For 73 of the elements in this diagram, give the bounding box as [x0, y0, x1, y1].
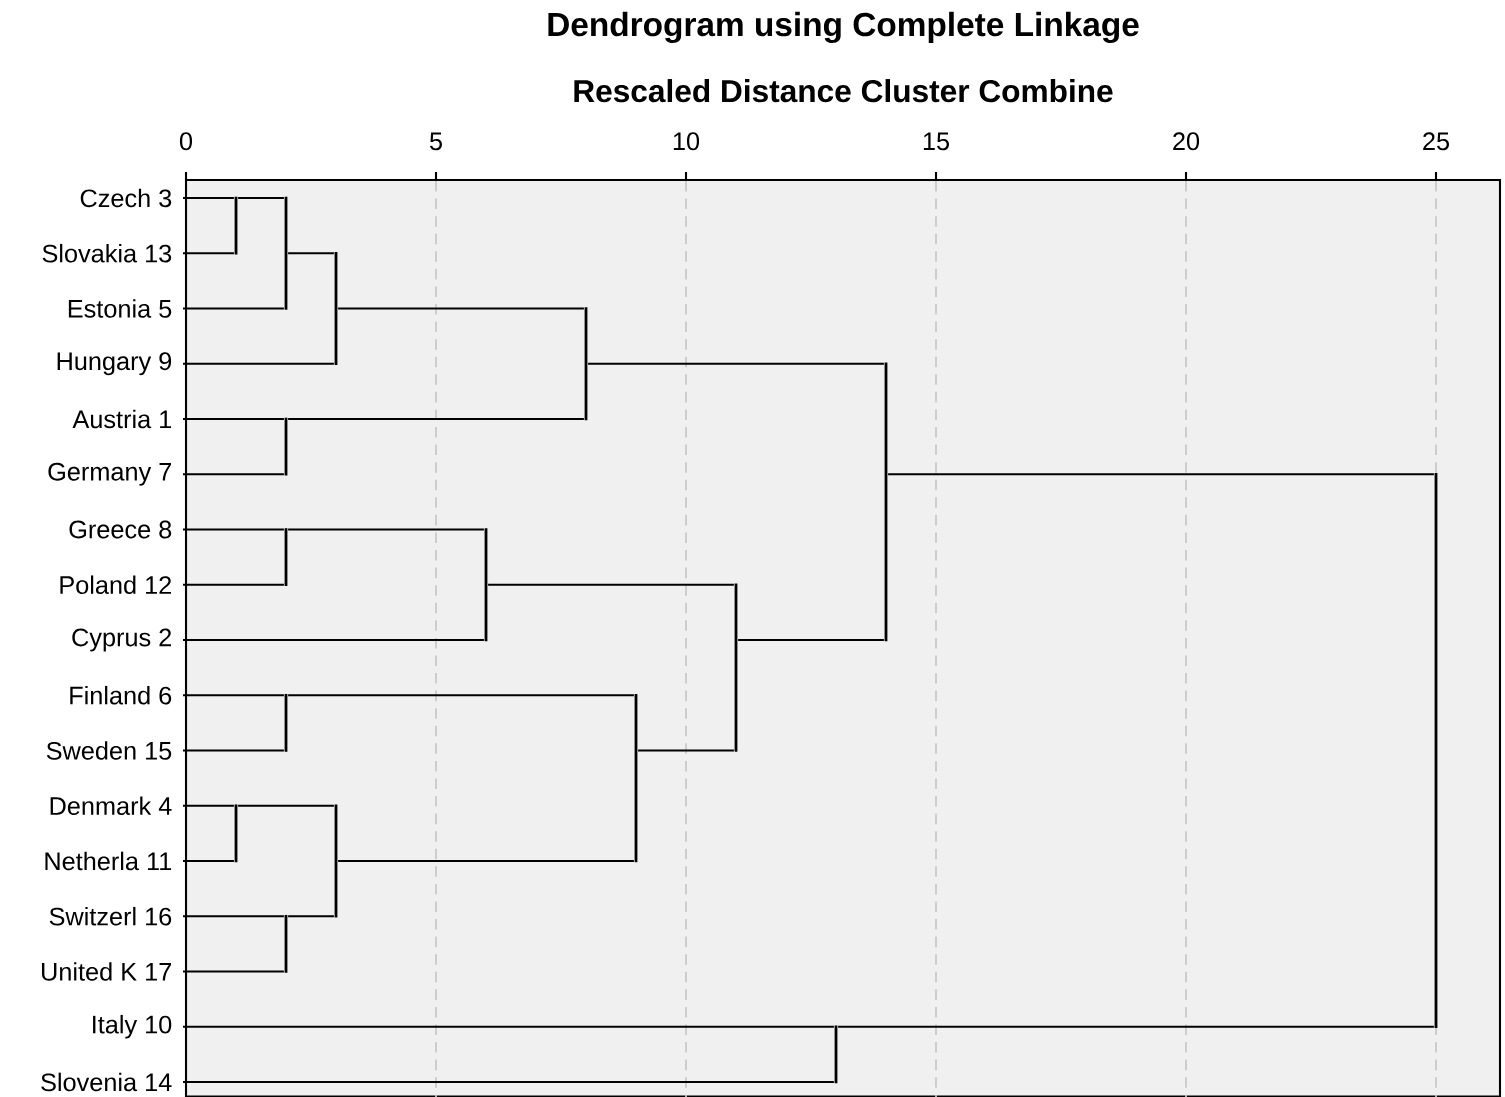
branch-line — [338, 307, 584, 310]
merge-bar — [284, 196, 288, 310]
branch-line — [288, 694, 634, 697]
leaf-label: Slovenia 14 — [41, 1072, 172, 1092]
tick-label: 25 — [1423, 132, 1449, 151]
merge-bar — [1434, 473, 1438, 1028]
merge-bar — [334, 804, 338, 918]
leaf-label: Austria 1 — [72, 409, 172, 429]
axis-title: Rescaled Distance Cluster Combine — [574, 79, 1113, 103]
branch-line — [183, 473, 284, 476]
merge-bar — [334, 252, 338, 365]
branch-line — [638, 749, 734, 752]
merge-bar — [584, 307, 588, 421]
merge-bar — [234, 804, 238, 863]
leaf-label: Cyprus 2 — [72, 628, 171, 652]
branch-line — [183, 638, 484, 642]
leaf-label: Greece 8 — [69, 520, 172, 539]
branch-line — [183, 252, 234, 255]
branch-line — [288, 252, 334, 255]
branch-line — [183, 196, 234, 200]
merge-bar — [634, 694, 638, 863]
leaf-label: Netherla 11 — [45, 851, 172, 871]
branch-line — [738, 638, 884, 642]
branch-line — [488, 583, 734, 586]
branch-line — [183, 970, 284, 973]
tick-label: 20 — [1173, 132, 1200, 151]
branch-line — [588, 362, 884, 365]
branch-line — [888, 473, 1434, 476]
chart-title: Dendrogram using Complete Linkage — [548, 11, 1139, 44]
leaf-label: Estonia 5 — [68, 299, 172, 318]
leaf-label: Denmark 4 — [50, 796, 172, 815]
branch-line — [288, 528, 484, 531]
branch-line — [183, 749, 284, 752]
branch-line — [183, 859, 234, 863]
tick-label: 10 — [673, 132, 700, 151]
merge-bar — [884, 362, 888, 642]
branch-line — [183, 804, 234, 807]
branch-line — [838, 1025, 1434, 1028]
branch-line — [183, 583, 284, 586]
branch-line — [183, 915, 284, 918]
merge-bar — [234, 196, 238, 255]
branch-line — [183, 1080, 834, 1084]
tick-label: 0 — [179, 132, 193, 151]
branch-line — [183, 1025, 834, 1028]
leaf-label: Germany 7 — [48, 462, 171, 486]
branch-line — [183, 362, 334, 365]
leaf-label: Slovakia 13 — [42, 243, 172, 263]
leaf-label: Italy 10 — [93, 1014, 172, 1039]
tick-label: 5 — [429, 132, 442, 151]
merge-bar — [834, 1025, 838, 1084]
branch-line — [238, 804, 334, 807]
branch-line — [238, 196, 284, 200]
leaf-label: Switzerl 16 — [49, 906, 172, 926]
branch-line — [338, 859, 634, 863]
leaf-label: Hungary 9 — [57, 352, 172, 376]
branch-line — [183, 528, 284, 531]
tick-label: 15 — [923, 132, 949, 151]
branch-line — [183, 694, 284, 697]
merge-bar — [284, 694, 288, 752]
merge-bar — [734, 583, 738, 752]
merge-bar — [284, 915, 288, 973]
branch-line — [183, 417, 284, 421]
leaf-label: Czech 3 — [80, 188, 172, 208]
branch-line — [183, 307, 284, 310]
branch-line — [288, 915, 334, 918]
merge-bar — [284, 417, 288, 476]
leaf-label: Poland 12 — [60, 575, 171, 594]
leaf-label: United K 17 — [42, 962, 171, 981]
leaf-label: Finland 6 — [70, 685, 172, 705]
leaf-label: Sweden 15 — [46, 741, 172, 760]
merge-bar — [284, 528, 288, 586]
merge-bar — [484, 528, 488, 642]
branch-line — [288, 417, 584, 421]
